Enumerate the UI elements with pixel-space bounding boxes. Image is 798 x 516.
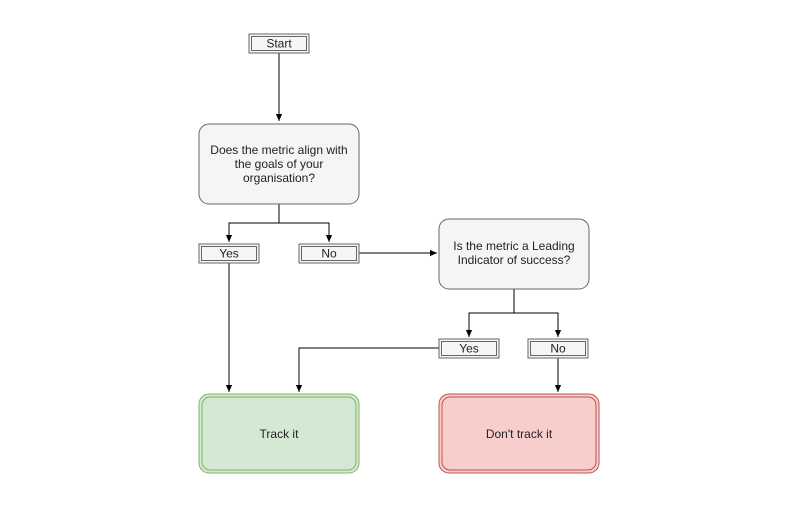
decision-leading-line-2: Indicator of success? bbox=[458, 253, 571, 267]
edge-question-to-yes bbox=[225, 204, 280, 242]
yes-node-1: Yes bbox=[198, 243, 260, 264]
yes-label-1: Yes bbox=[219, 247, 239, 261]
decision-align-goals-line-1: Does the metric align with bbox=[210, 143, 347, 157]
edges bbox=[225, 53, 562, 392]
start-label: Start bbox=[266, 37, 292, 51]
edge-leading-to-yes bbox=[465, 289, 515, 337]
dont-track-it-label: Don't track it bbox=[486, 427, 553, 441]
yes-node-2: Yes bbox=[438, 338, 500, 359]
decision-align-goals-line-3: organisation? bbox=[243, 171, 315, 185]
no-label-2: No bbox=[550, 342, 566, 356]
decision-leading-indicator: Is the metric a Leading Indicator of suc… bbox=[438, 218, 590, 290]
track-it-label: Track it bbox=[260, 427, 300, 441]
edge-question-to-no bbox=[279, 222, 333, 242]
no-node-1: No bbox=[298, 243, 360, 264]
track-it-node: Track it bbox=[198, 393, 360, 474]
decision-align-goals: Does the metric align with the goals of … bbox=[198, 123, 360, 205]
edge-leading-to-no bbox=[514, 312, 562, 337]
decision-leading-line-1: Is the metric a Leading bbox=[453, 239, 574, 253]
edge-yes2-to-track bbox=[295, 347, 439, 392]
no-label-1: No bbox=[321, 247, 337, 261]
decision-align-goals-line-2: the goals of your bbox=[235, 157, 324, 171]
start-node: Start bbox=[248, 33, 310, 54]
no-node-2: No bbox=[527, 338, 589, 359]
dont-track-it-node: Don't track it bbox=[438, 393, 600, 474]
yes-label-2: Yes bbox=[459, 342, 479, 356]
